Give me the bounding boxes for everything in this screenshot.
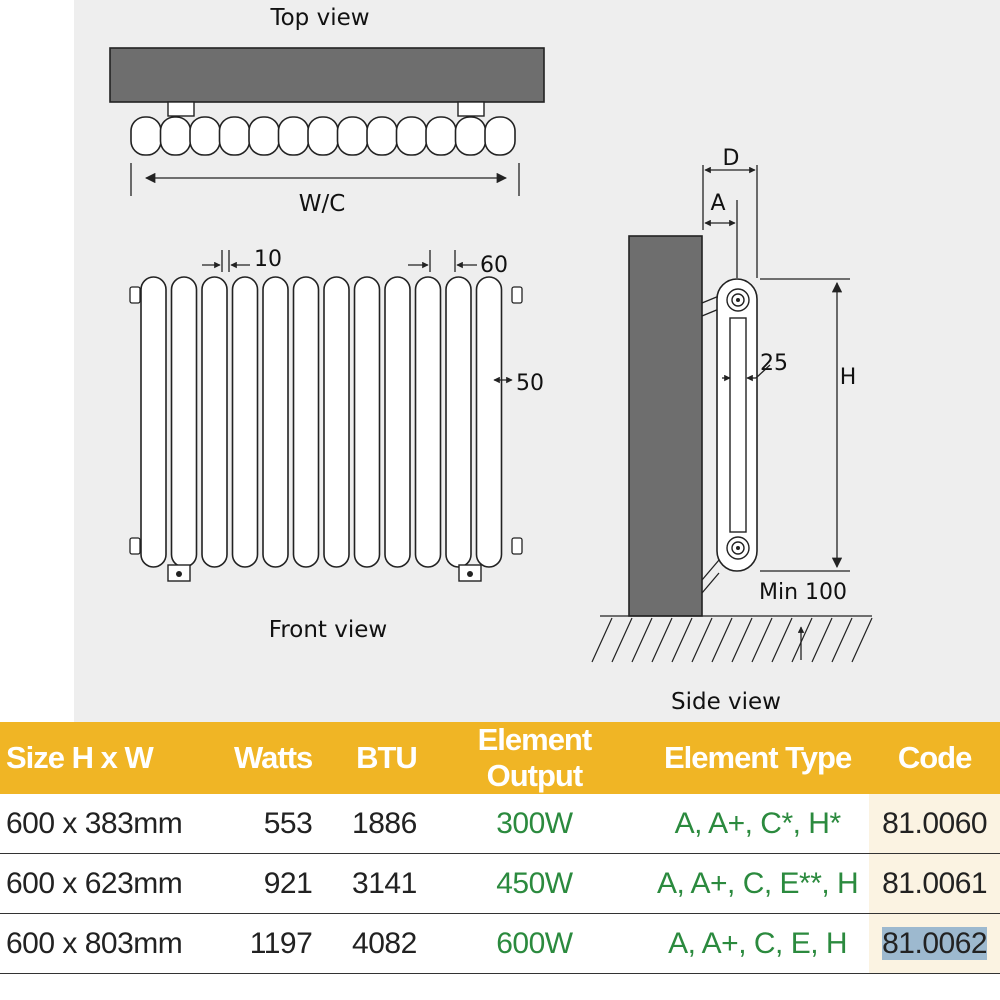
front-tube [353,276,381,568]
dim-d-label: D [723,146,740,171]
front-tube [140,276,167,568]
side-view: D A 25 H Min 100 Side view [591,146,873,715]
top-tube [248,116,280,156]
table-header-row: Size H x W Watts BTU Element Output Elem… [0,722,1000,794]
side-wall [628,235,703,617]
dim-h-label: H [840,365,857,390]
top-view-bracket-right [457,101,485,117]
cell-element-output: 450W [422,853,646,914]
front-view: 10 60 50 Front view [129,247,544,643]
dim-a-label: A [710,191,725,216]
header-btu: BTU [318,722,423,794]
top-view-wall [109,47,545,103]
top-tube [277,116,310,156]
top-tube [395,116,428,156]
front-tube [414,276,442,568]
table-row: 600 x 623mm 921 3141 450W A, A+, C, E**,… [0,853,1000,914]
top-tube [307,116,339,156]
dim-10-label: 10 [254,247,282,272]
cell-size: 600 x 803mm [0,913,227,974]
header-element-output: Element Output [422,722,646,794]
cell-watts: 1197 [226,913,319,974]
front-tube [384,276,411,568]
code-highlight[interactable]: 81.0062 [882,926,988,960]
top-tube [159,116,192,156]
table-row: 600 x 383mm 553 1886 300W A, A+, C*, H* … [0,794,1000,854]
dim-50-label: 50 [516,371,544,396]
top-tube [189,116,221,156]
dim-60-label: 60 [480,253,508,278]
front-tube [262,276,289,568]
cell-btu: 4082 [318,913,423,974]
front-tube [201,276,228,568]
cell-size: 600 x 383mm [0,794,227,854]
side-view-label: Side view [671,689,781,715]
front-tube [323,276,350,568]
cell-btu: 1886 [318,794,423,854]
top-view: Top view W/C [109,5,545,217]
top-tube [484,116,516,156]
dim-25-label: 25 [760,351,788,376]
top-tube [454,116,487,156]
valve-left-bottom [129,537,141,555]
front-tube [445,276,472,568]
header-element-type: Element Type [646,722,870,794]
cell-watts: 553 [226,794,319,854]
floor-hatching [591,617,873,663]
cell-element-type: A, A+, C, E, H [646,913,870,974]
technical-drawing: Top view W/C 10 60 50 Fron [109,5,873,715]
valve-right-top [511,286,523,304]
top-view-tubes [130,116,516,156]
front-tube [475,276,503,568]
top-tube [425,116,457,156]
cell-code: 81.0060 [869,794,1000,854]
top-view-label: Top view [269,5,369,31]
cell-element-output: 600W [422,913,646,974]
front-view-tubes [140,276,503,568]
cell-watts: 921 [226,853,319,914]
top-tube [366,116,398,156]
front-tube [292,276,320,568]
valve-left-top [129,286,141,304]
cell-element-type: A, A+, C*, H* [646,794,870,854]
header-watts: Watts [226,722,319,794]
cell-element-type: A, A+, C, E**, H [646,853,870,914]
cell-size: 600 x 623mm [0,853,227,914]
header-code: Code [869,722,1000,794]
valve-right-bottom [511,537,523,555]
dim-min-label: Min 100 [759,580,847,605]
top-view-bracket-left [167,101,195,117]
front-tube [170,276,198,568]
front-tube [231,276,259,568]
cell-btu: 3141 [318,853,423,914]
top-tube [218,116,251,156]
top-tube [130,116,162,156]
front-view-label: Front view [269,617,387,643]
cell-code: 81.0061 [869,853,1000,914]
cell-code[interactable]: 81.0062 [869,913,1000,974]
top-tube [336,116,369,156]
dim-wc-label: W/C [299,191,346,217]
cell-element-output: 300W [422,794,646,854]
spec-table: Size H x W Watts BTU Element Output Elem… [0,722,1000,974]
table-row: 600 x 803mm 1197 4082 600W A, A+, C, E, … [0,913,1000,974]
header-size: Size H x W [0,722,227,794]
